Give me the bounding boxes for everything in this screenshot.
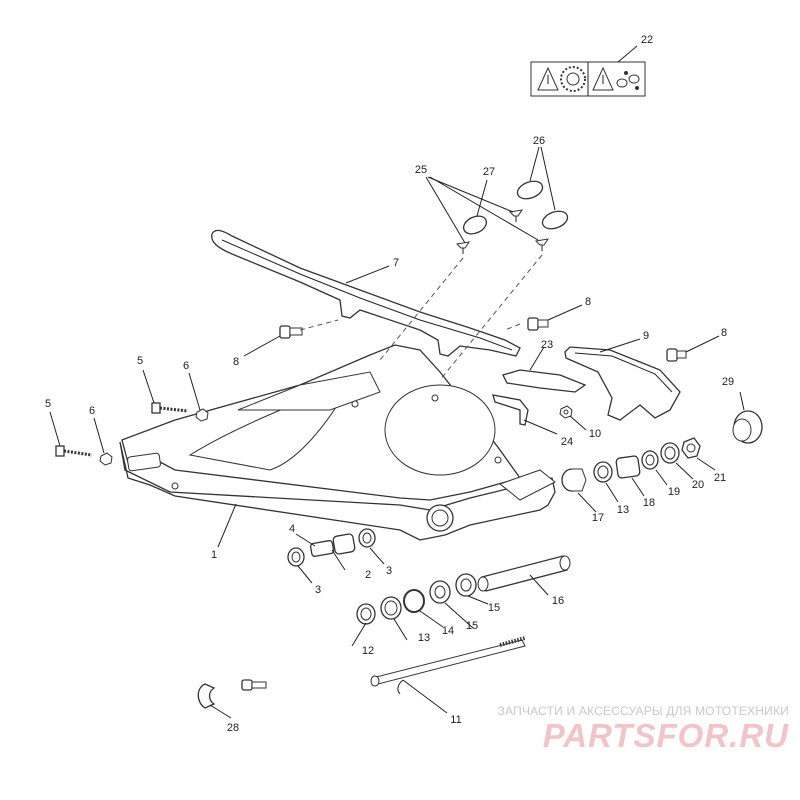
bearing-15-a — [429, 580, 451, 604]
callout-7: 7 — [393, 257, 399, 269]
guide-bracket — [492, 394, 529, 426]
fastener-28 — [241, 679, 267, 691]
callout-17: 17 — [592, 512, 604, 524]
bushing-18 — [615, 455, 641, 479]
chain-guide — [502, 369, 587, 393]
bolt-8-left — [279, 325, 303, 339]
seal-13-lower — [380, 596, 402, 620]
washer-19 — [641, 450, 659, 470]
bolt-8-mid — [527, 317, 549, 331]
bearing-15-b — [455, 573, 477, 597]
seal-3-left — [287, 547, 305, 567]
washer-6-lower — [99, 452, 113, 466]
bolt-5-lower — [55, 445, 93, 457]
bolt-8-right — [666, 348, 687, 362]
circlip-14 — [403, 589, 425, 613]
callout-14: 14 — [442, 625, 454, 637]
washer-20 — [660, 442, 680, 464]
callout-29: 29 — [722, 376, 734, 388]
callout-21: 21 — [714, 472, 726, 484]
callout-27: 27 — [483, 166, 495, 178]
warning-triangle-icon — [537, 66, 559, 91]
callout-20: 20 — [692, 479, 704, 491]
chain-icon — [616, 71, 640, 90]
alignment-lines — [299, 254, 543, 381]
screw-25-c — [534, 238, 550, 251]
callout-5-lower: 5 — [45, 398, 51, 410]
callout-8-left: 8 — [233, 356, 239, 368]
washer-12 — [356, 603, 376, 625]
warning-label-panel — [530, 61, 646, 97]
callout-3-left: 3 — [315, 584, 321, 596]
watermark-caption: ЗАПЧАСТИ И АКСЕССУАРЫ ДЛЯ МОТОТЕХНИКИ — [497, 704, 789, 718]
callout-6-upper: 6 — [183, 360, 189, 372]
callout-15-a: 15 — [466, 620, 478, 632]
callout-9: 9 — [643, 330, 649, 342]
callout-26: 26 — [533, 135, 545, 147]
callout-8-mid: 8 — [585, 296, 591, 308]
pivot-sleeve — [477, 555, 571, 592]
leader-lines — [49, 45, 745, 719]
callout-2: 2 — [365, 569, 371, 581]
bearing-2 — [332, 533, 356, 555]
cover-plate-26-lower — [541, 210, 569, 230]
callout-8-right: 8 — [721, 327, 727, 339]
callout-19: 19 — [668, 486, 680, 498]
warning-triangle-icon — [592, 66, 614, 91]
callout-15-b: 15 — [488, 602, 500, 614]
seal-13-right — [593, 461, 613, 483]
callout-24: 24 — [561, 436, 573, 448]
bushing-4 — [309, 540, 335, 557]
spacer-17 — [561, 468, 587, 492]
callout-25: 25 — [415, 164, 427, 176]
callout-16: 16 — [552, 595, 564, 607]
nut-21 — [681, 437, 701, 459]
callout-5-upper: 5 — [137, 355, 143, 367]
sprocket-icon — [560, 66, 586, 92]
chain-slider — [564, 346, 681, 421]
callout-23: 23 — [541, 339, 553, 351]
nut-10 — [559, 405, 573, 419]
cover-plate-27 — [462, 215, 488, 235]
watermark-logo: PARTSFOR.RU — [542, 717, 789, 754]
callout-3-right: 3 — [386, 565, 392, 577]
callout-18: 18 — [643, 497, 655, 509]
callout-4: 4 — [289, 523, 295, 535]
clip-28 — [197, 683, 216, 709]
pivot-spindle — [370, 636, 526, 687]
adjuster-knob — [732, 410, 763, 444]
callout-1: 1 — [211, 549, 217, 561]
callout-12: 12 — [362, 645, 374, 657]
callout-22: 22 — [641, 34, 653, 46]
callout-6-lower: 6 — [89, 405, 95, 417]
callout-labels: 1 2 3 3 4 5 5 6 6 7 8 8 8 9 10 11 12 13 … — [45, 34, 734, 734]
chain-guard — [211, 229, 521, 357]
washer-6-upper — [195, 408, 209, 422]
callout-28: 28 — [227, 722, 239, 734]
callout-11: 11 — [450, 714, 461, 726]
seal-3-right — [358, 528, 376, 548]
callout-10: 10 — [589, 428, 601, 440]
bolt-5-upper — [151, 402, 189, 414]
swingarm — [119, 344, 556, 541]
callout-13-lower: 13 — [418, 632, 430, 644]
screw-25-b — [455, 241, 471, 254]
callout-13-right: 13 — [617, 504, 629, 516]
cover-plate-26-upper — [516, 180, 544, 200]
